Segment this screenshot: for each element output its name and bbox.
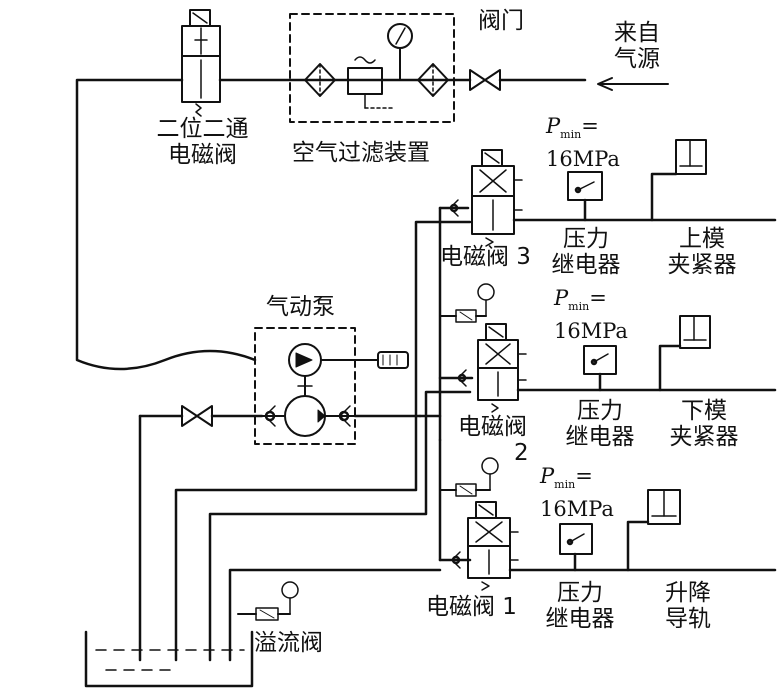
upper-clamp-cylinder bbox=[650, 139, 707, 222]
pmin-label-3: Pmin= 16MPa bbox=[546, 114, 620, 171]
lift-rail-label: 升降 导轨 bbox=[638, 580, 738, 632]
pressure-relay-1-label-line1: 压力 bbox=[557, 580, 603, 606]
solenoid-2-label-line1: 电磁阀 bbox=[458, 414, 527, 440]
pmin-label-1: Pmin= 16MPa bbox=[540, 464, 614, 521]
air-pump-label: 气动泵 bbox=[266, 294, 335, 320]
pmin-subscript: min bbox=[554, 478, 576, 492]
lower-clamp-label: 下模 夹紧器 bbox=[654, 398, 754, 450]
pmin-value: 16MPa bbox=[554, 319, 628, 344]
pmin-label-3-line1: Pmin= bbox=[546, 114, 620, 147]
lower-clamp-label-line1: 下模 bbox=[681, 398, 727, 424]
two-way-valve-label-line2: 电磁阀 bbox=[168, 142, 237, 168]
pmin-label-2: Pmin= 16MPa bbox=[554, 286, 628, 343]
gauge-1 bbox=[439, 457, 499, 497]
pmin-eq: = bbox=[589, 286, 607, 310]
solenoid-valve-1 bbox=[451, 501, 519, 591]
main-pressure-line bbox=[438, 206, 474, 562]
solenoid-1-label: 电磁阀 1 bbox=[426, 594, 517, 620]
solenoid-2-label: 电磁阀 2 bbox=[458, 414, 529, 466]
pmin-symbol: P bbox=[546, 114, 561, 138]
pmin-symbol: P bbox=[540, 464, 555, 488]
pmin-label-1-line1: Pmin= bbox=[540, 464, 614, 497]
arrow-left-icon bbox=[597, 77, 669, 91]
air-filter-unit bbox=[289, 13, 455, 123]
muffler-icon bbox=[377, 351, 409, 369]
pressure-relay-2-label-line1: 压力 bbox=[577, 398, 623, 424]
solenoid-valve-2 bbox=[457, 323, 527, 413]
pressure-relay-2-label: 压力 继电器 bbox=[560, 398, 640, 450]
air-source-label-line2: 气源 bbox=[614, 46, 660, 72]
pmin-subscript: min bbox=[560, 128, 582, 142]
solenoid-3-label: 电磁阀 3 bbox=[440, 244, 531, 270]
upper-clamp-label: 上模 夹紧器 bbox=[652, 226, 752, 278]
pressure-relay-3-label: 压力 继电器 bbox=[546, 226, 626, 278]
relief-valve bbox=[237, 581, 299, 621]
lower-clamp-label-line2: 夹紧器 bbox=[669, 424, 739, 450]
solenoid-valve-3 bbox=[449, 149, 523, 247]
pmin-value: 16MPa bbox=[546, 147, 620, 172]
valve-label: 阀门 bbox=[478, 8, 524, 34]
return-lines bbox=[174, 220, 472, 662]
upper-clamp-label-line1: 上模 bbox=[679, 226, 725, 252]
lift-rail-cylinder bbox=[626, 489, 681, 572]
air-filter-label: 空气过滤装置 bbox=[292, 140, 430, 166]
two-way-valve-label: 二位二通 电磁阀 bbox=[140, 116, 265, 168]
relief-valve-label: 溢流阀 bbox=[254, 630, 323, 656]
pressure-relay-2-label-line2: 继电器 bbox=[565, 424, 635, 450]
oil-tank bbox=[84, 630, 254, 688]
pressure-relay-3-label-line2: 继电器 bbox=[551, 252, 621, 278]
lift-rail-label-line2: 导轨 bbox=[665, 606, 711, 632]
pressure-relay-1 bbox=[559, 523, 593, 572]
pump-inlet-pipe bbox=[138, 405, 264, 662]
solenoid-2-label-line2: 2 bbox=[514, 440, 529, 466]
pmin-subscript: min bbox=[568, 300, 590, 314]
lower-clamp-cylinder bbox=[658, 315, 711, 392]
pmin-label-2-line1: Pmin= bbox=[554, 286, 628, 319]
gauge-2 bbox=[439, 283, 495, 323]
pmin-eq: = bbox=[575, 464, 593, 488]
pmin-symbol: P bbox=[554, 286, 569, 310]
air-source-label-line1: 来自 bbox=[614, 20, 660, 46]
gate-valve-icon bbox=[469, 69, 501, 91]
relief-line bbox=[228, 568, 442, 662]
return-pipe bbox=[75, 78, 257, 371]
pressure-relay-2 bbox=[583, 345, 617, 392]
pressure-relay-1-label: 压力 继电器 bbox=[540, 580, 620, 632]
pressure-relay-1-label-line2: 继电器 bbox=[545, 606, 615, 632]
air-pump bbox=[254, 327, 379, 445]
pressure-relay-3 bbox=[567, 171, 603, 222]
upper-clamp-label-line2: 夹紧器 bbox=[667, 252, 737, 278]
lift-rail-label-line1: 升降 bbox=[665, 580, 711, 606]
two-way-solenoid-valve bbox=[181, 9, 221, 117]
two-way-valve-label-line1: 二位二通 bbox=[156, 116, 249, 142]
pmin-value: 16MPa bbox=[540, 497, 614, 522]
pmin-eq: = bbox=[581, 114, 599, 138]
air-source-label: 来自 气源 bbox=[614, 20, 660, 72]
pressure-relay-3-label-line1: 压力 bbox=[563, 226, 609, 252]
